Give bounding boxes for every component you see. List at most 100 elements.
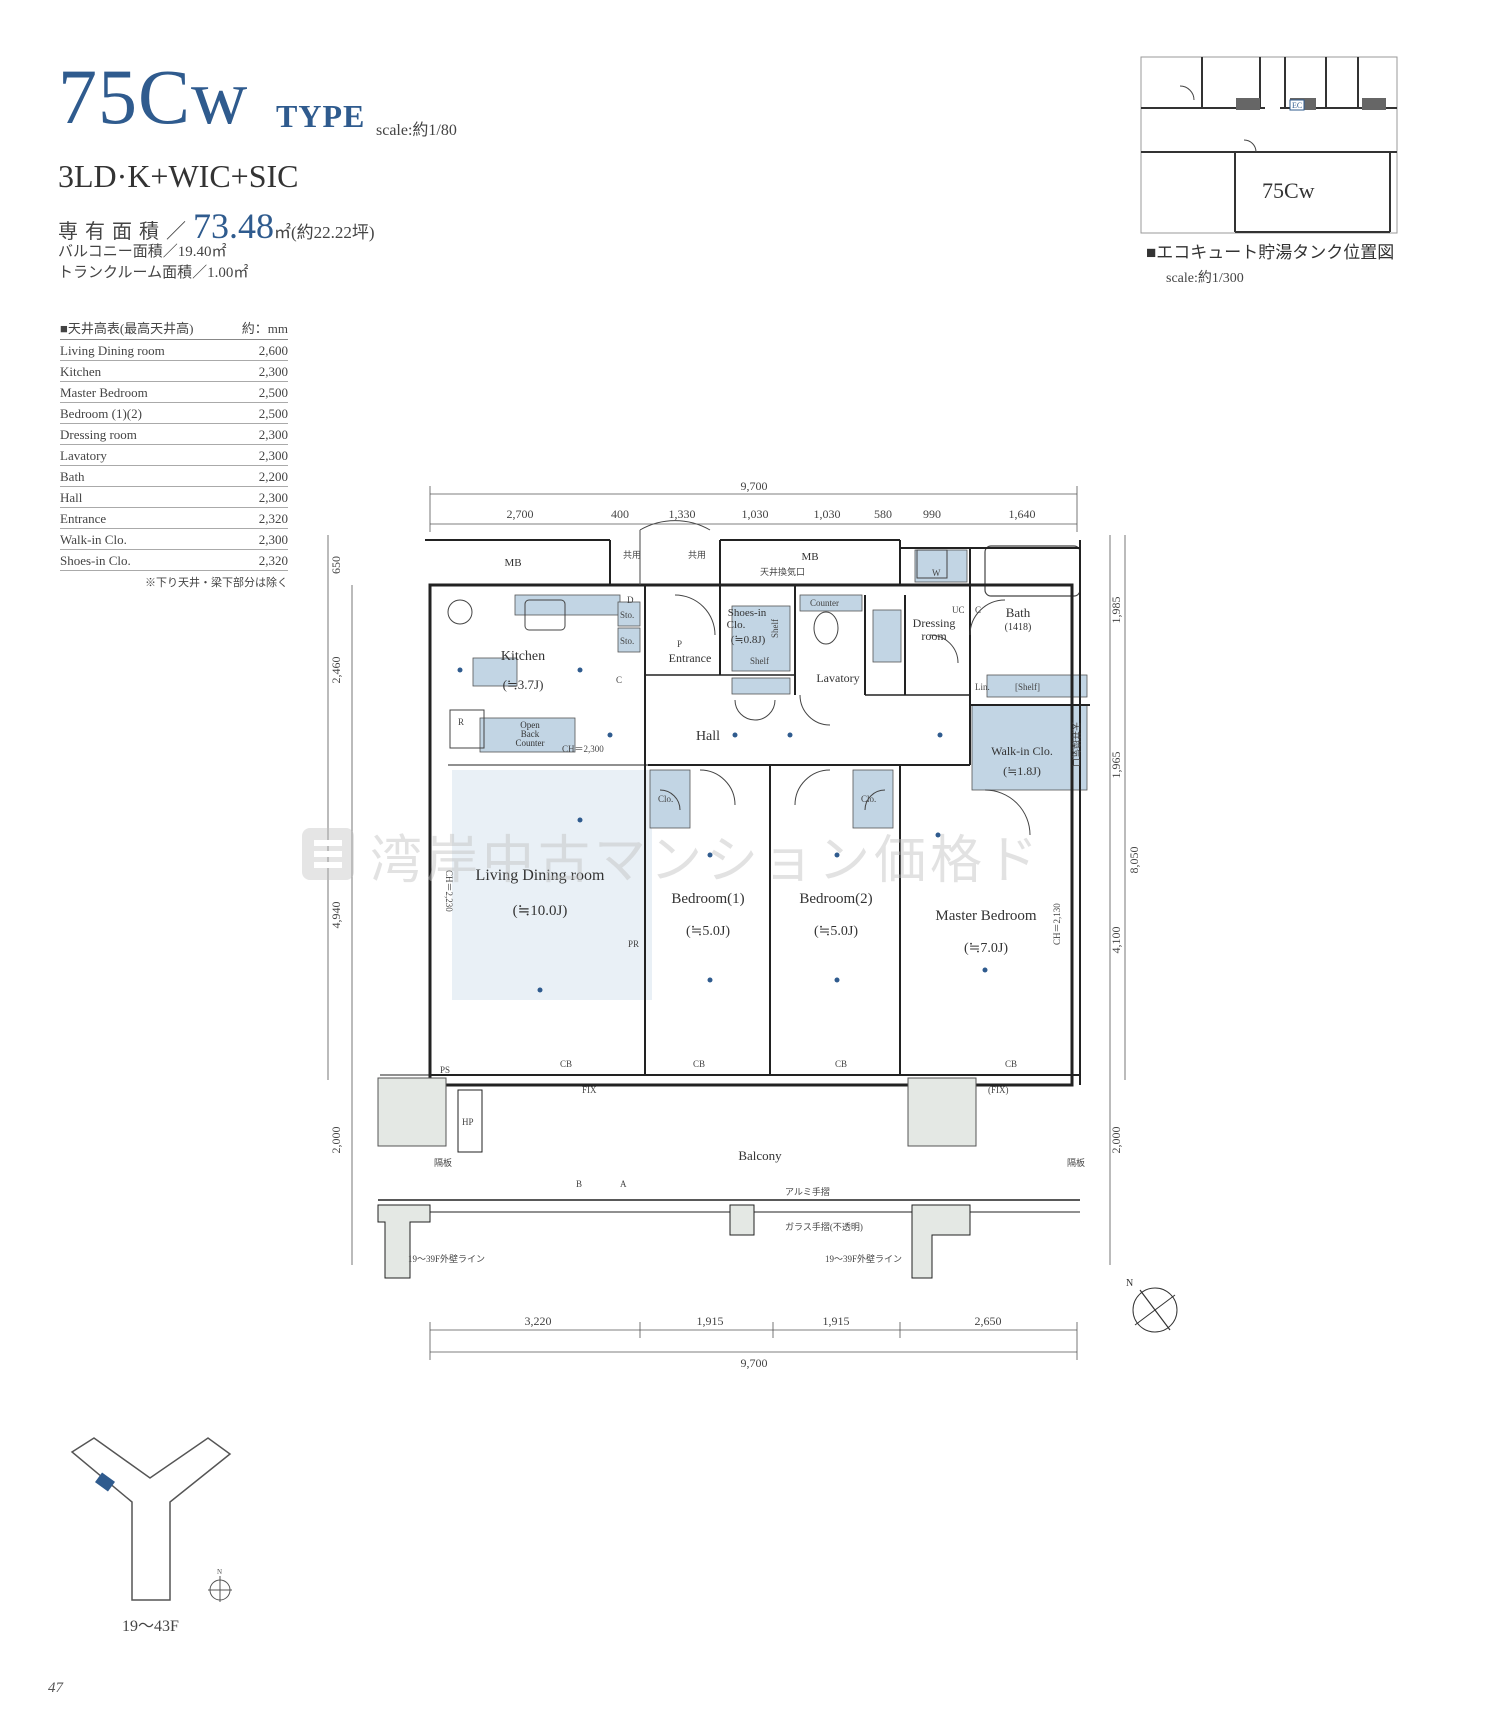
- ceiling-table-unit: 約：mm: [241, 321, 288, 336]
- kitchen-counter-rear: [514, 594, 621, 616]
- cb-label-bed2: CB: [835, 1059, 847, 1069]
- lavatory-door-swing: [799, 694, 831, 726]
- ceiling-table-row: Bedroom (1)(2)2,500: [60, 403, 288, 424]
- bed2-door-swing: [794, 769, 831, 806]
- washing-machine: [916, 549, 948, 579]
- fix-label: FIX: [582, 1085, 597, 1095]
- entrance-label: Entrance: [669, 651, 712, 665]
- partition-label-left: 隔板: [434, 1157, 452, 1168]
- area-label: 専有面積／: [58, 221, 193, 243]
- clo-label-bed1: Clo.: [658, 794, 673, 804]
- shelf-label-vertical: Shelf: [770, 619, 780, 638]
- ceiling-vent-label-vertical: 天井換気口: [1071, 722, 1082, 767]
- balcony-label: Balcony: [738, 1148, 782, 1163]
- hall-door-swing: [674, 594, 716, 636]
- refrigerator-label: R: [458, 717, 464, 727]
- refrigerator-space: [449, 709, 485, 749]
- locator-north-label: N: [217, 1568, 222, 1576]
- p-label: P: [677, 639, 682, 649]
- ec-label: EC: [1292, 101, 1302, 110]
- dimension-label: 2,700: [507, 507, 534, 521]
- ceiling-vent-label: 天井換気口: [760, 566, 805, 577]
- shelf-label-wic: [Shelf]: [1015, 682, 1040, 692]
- plan-north-label: N: [1126, 1278, 1133, 1289]
- kitchen-size: (≒3.7J): [503, 677, 544, 692]
- bath-label: Bath: [1006, 605, 1031, 620]
- ceiling-height-2130: CH＝2,130: [1052, 903, 1062, 945]
- key-door-swing: [1179, 85, 1195, 101]
- watermark-label: 湾岸中古マンション価格ド: [370, 831, 1043, 891]
- exterior-wall-line-left: 19～39F外壁ライン: [408, 1253, 485, 1264]
- ceiling-table-row: Walk-in Clo.2,300: [60, 529, 288, 550]
- ceiling-room-name: Living Dining room: [60, 343, 165, 358]
- c-label-kitchen: C: [616, 675, 622, 685]
- eco-cute-key-plan: EC 75Cw: [1140, 56, 1398, 234]
- type-word: TYPE: [276, 98, 366, 134]
- layout-type: 3LD·K+WIC+SIC: [58, 158, 299, 194]
- ceiling-room-height: 2,300: [258, 427, 288, 442]
- storage-1: [617, 601, 641, 627]
- dimension-label: 990: [923, 507, 941, 521]
- trunk-room-area: トランクルーム面積／1.00㎡: [58, 265, 249, 281]
- uc-label: UC: [952, 605, 965, 615]
- dimension-label: 2,460: [329, 657, 343, 684]
- area-value: 73.48: [193, 206, 274, 246]
- dimension-label: 8,050: [1127, 847, 1141, 874]
- page-number: 47: [48, 1680, 63, 1696]
- plan-north-icon: N: [1126, 1278, 1178, 1333]
- ceiling-table-row: Shoes-in Clo.2,320: [60, 550, 288, 571]
- master-bedroom-size: (≒7.0J): [964, 941, 1008, 956]
- bed2-closet: [852, 769, 894, 829]
- bath-door-swing: [969, 599, 1006, 636]
- ceiling-room-height: 2,500: [258, 406, 288, 421]
- dimension-label: 1,915: [697, 1314, 724, 1328]
- dimension-label: 400: [611, 507, 629, 521]
- floor-area: 専有面積／73.48㎡(約22.22坪): [58, 205, 375, 247]
- shared-label-right: 共用: [688, 550, 706, 560]
- ldr-floor-tint: [452, 770, 652, 1000]
- dimension-label: 1,030: [742, 507, 769, 521]
- dimension-label: 1,030: [814, 507, 841, 521]
- bed1-closet: [649, 769, 691, 829]
- light-points: [457, 667, 988, 993]
- ceiling-height-2300: CH＝2,300: [562, 744, 604, 754]
- shoes-closet-label-1: Shoes-in: [728, 607, 767, 619]
- dimension-label: 3,220: [525, 1314, 552, 1328]
- key-plan-unit-label: 75Cw: [1262, 178, 1315, 203]
- open-counter-label-3: Counter: [516, 738, 545, 748]
- bath-size: (1418): [1005, 622, 1032, 633]
- ceiling-room-height: 2,500: [258, 385, 288, 400]
- hp-label: HP: [462, 1117, 474, 1127]
- ceiling-room-name: Entrance: [60, 511, 107, 526]
- pr-label: PR: [628, 939, 639, 949]
- dimension-label: 580: [874, 507, 892, 521]
- shoes-closet-doors: [734, 699, 776, 721]
- c-label-bath: C: [975, 605, 981, 615]
- bedroom1-label: Bedroom(1): [671, 891, 744, 907]
- ceiling-room-name: Shoes-in Clo.: [60, 553, 131, 568]
- master-door-swing: [984, 789, 1031, 836]
- building-locator: N: [70, 1437, 232, 1602]
- dimension-label: 2,000: [329, 1127, 343, 1154]
- walk-in-closet-label: Walk-in Clo.: [991, 744, 1053, 758]
- cb-label-master: CB: [1005, 1059, 1017, 1069]
- dimension-lines: [327, 486, 1126, 1360]
- ceiling-room-name: Hall: [60, 490, 83, 505]
- shoes-closet-label-2: Clo.: [727, 619, 746, 631]
- dimension-label: 1,915: [823, 1314, 850, 1328]
- dimension-label: 9,700: [741, 479, 768, 493]
- sto-label-1: Sto.: [620, 610, 634, 620]
- fix-paren-label: (FIX): [988, 1085, 1009, 1095]
- entrance-door-swing: [639, 520, 711, 531]
- washer-label: W: [932, 568, 941, 578]
- ceiling-room-height: 2,300: [258, 364, 288, 379]
- door-swings: [639, 520, 1031, 836]
- floor-range: 19～43F: [122, 1618, 179, 1635]
- bathtub: [984, 545, 1081, 597]
- dimension-label: 1,640: [1009, 507, 1036, 521]
- ac-outdoor-b-label: B: [576, 1179, 582, 1189]
- walk-in-closet-size: (≒1.8J): [1003, 764, 1041, 778]
